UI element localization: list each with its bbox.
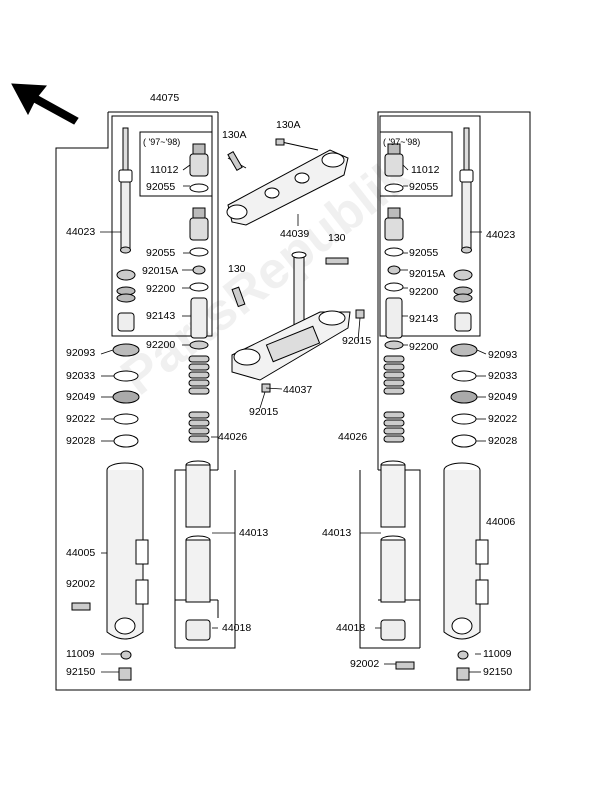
spring-right xyxy=(383,355,405,443)
part-label: 92200 xyxy=(146,339,176,351)
frame-outline xyxy=(55,111,531,691)
part-label: 92002 xyxy=(66,578,96,590)
part-label: 92200 xyxy=(409,341,439,353)
part-label: 11009 xyxy=(483,648,512,660)
part-label: 92055 xyxy=(146,181,176,193)
part-label: 92033 xyxy=(66,370,96,382)
part-label: 92015A xyxy=(142,265,179,277)
part-label: 92028 xyxy=(66,435,96,447)
steering-stem xyxy=(231,251,351,381)
part-label: 92022 xyxy=(66,413,96,425)
part-label: 44005 xyxy=(66,547,96,559)
part-label: 130 xyxy=(328,232,346,244)
part-label: 11012 xyxy=(150,164,179,176)
fork-cap-right xyxy=(384,143,404,193)
fork-cap-left xyxy=(189,143,209,193)
part-label: 92033 xyxy=(488,370,518,382)
part-label: 92143 xyxy=(409,313,439,325)
part-label: 44023 xyxy=(66,226,96,238)
direction-arrow-icon xyxy=(11,83,79,125)
collar-left xyxy=(185,619,211,641)
part-label: 92015A xyxy=(409,268,446,280)
upper-bracket xyxy=(226,149,349,226)
part-label: 92055 xyxy=(409,247,439,259)
box-right-inner xyxy=(379,115,481,337)
year-note: ( '97~'98) xyxy=(143,137,181,147)
part-label: 92015 xyxy=(249,406,279,418)
part-label: 44013 xyxy=(322,527,352,539)
part-label: 11012 xyxy=(411,164,440,176)
part-label: 130A xyxy=(222,129,247,141)
part-label: 92200 xyxy=(146,283,176,295)
part-label: 92150 xyxy=(66,666,96,678)
part-label: 44018 xyxy=(222,622,252,634)
part-label: 92002 xyxy=(350,658,380,670)
part-label: 92049 xyxy=(66,391,96,403)
part-label: 44013 xyxy=(239,527,269,539)
part-label: 44026 xyxy=(218,431,248,443)
part-label: 44006 xyxy=(486,516,516,528)
part-label: 92022 xyxy=(488,413,518,425)
fork-rod-left xyxy=(118,127,133,254)
part-label: 92150 xyxy=(483,666,513,678)
fork-cap-left-2 xyxy=(189,207,209,257)
collar-right xyxy=(380,619,406,641)
outer-tube-left xyxy=(106,462,149,640)
fork-rod-right xyxy=(459,127,474,254)
part-label: 44075 xyxy=(150,92,180,104)
box-left-inner xyxy=(111,115,213,337)
spring-left xyxy=(188,355,210,443)
part-label: 92093 xyxy=(488,349,518,361)
part-label: 92200 xyxy=(409,286,439,298)
part-label: 92049 xyxy=(488,391,518,403)
part-label: 130A xyxy=(276,119,301,131)
part-label: 92143 xyxy=(146,310,176,322)
part-label: 92015 xyxy=(342,335,372,347)
year-note: ( '97~'98) xyxy=(383,137,421,147)
part-label: 92055 xyxy=(146,247,176,259)
part-label: 44026 xyxy=(338,431,368,443)
part-label: 92028 xyxy=(488,435,518,447)
fork-cap-right-2 xyxy=(384,207,404,257)
part-label: 44039 xyxy=(280,228,310,240)
inner-tube-right xyxy=(380,460,406,603)
part-label: 92055 xyxy=(409,181,439,193)
part-label: 11009 xyxy=(66,648,95,660)
part-label: 92093 xyxy=(66,347,96,359)
part-label: 130 xyxy=(228,263,246,275)
part-label: 44037 xyxy=(283,384,313,396)
outer-tube-right xyxy=(443,462,489,640)
part-label: 44018 xyxy=(336,622,366,634)
part-label: 44023 xyxy=(486,229,516,241)
inner-tube-left xyxy=(185,460,211,603)
